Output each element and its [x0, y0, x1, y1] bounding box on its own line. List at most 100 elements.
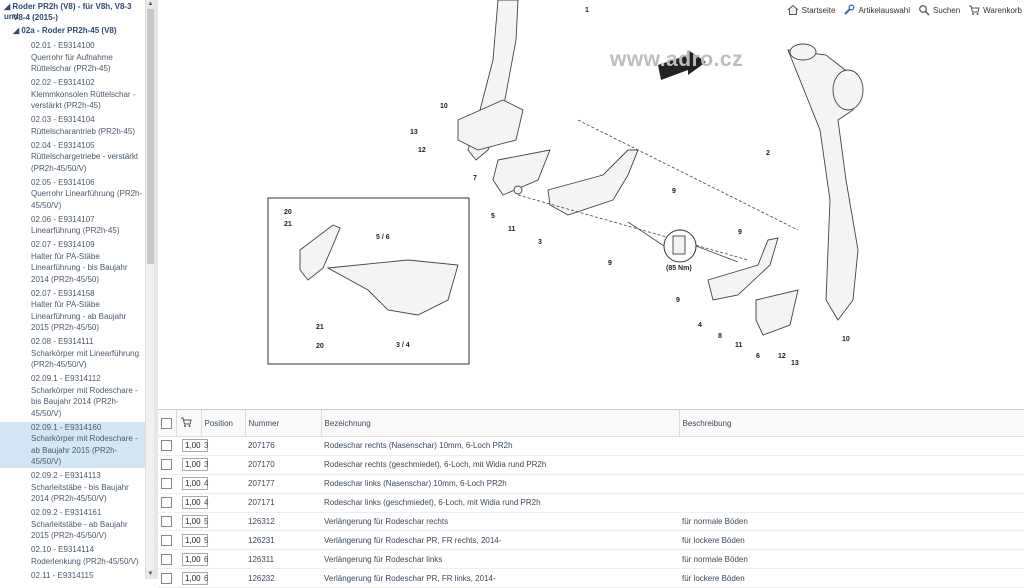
row-checkbox[interactable] — [161, 497, 172, 509]
tree-item[interactable]: 02.11 - E9314115Roderlenkung (PR2h-45/50… — [0, 570, 145, 580]
row-quantity-cell[interactable]: 1,00 — [176, 549, 208, 570]
row-name: Verlängerung für Rodeschar links — [321, 549, 679, 570]
parts-diagram: (85 Nm) 1 2 3 4 5 6 7 8 9 9 9 9 10 10 11… — [267, 0, 864, 367]
row-quantity-cell[interactable]: 1,00 — [176, 568, 208, 588]
search-button[interactable]: Suchen — [916, 4, 962, 16]
row-select-cell[interactable] — [158, 549, 176, 570]
quantity-input[interactable]: 1,00 — [182, 515, 208, 528]
row-position: 4 — [201, 493, 245, 513]
row-name: Verlängerung für Rodeschar rechts — [321, 512, 679, 532]
tree-item-line: 45/50/V) — [31, 457, 62, 466]
select-all-checkbox[interactable] — [161, 417, 172, 429]
tree-item-line: Linearführung - bis Baujahr — [31, 263, 128, 272]
category-tree: ◢ Roder PR2h (V8) - für V8h, V8-3 und V8… — [0, 0, 145, 579]
exploded-parts-drawing[interactable]: www.adro.cz (85 Nm) 1 2 3 4 5 6 7 8 9 — [158, 0, 1024, 408]
row-quantity-cell[interactable]: 1,00 — [176, 436, 208, 456]
row-select-cell[interactable] — [158, 530, 176, 551]
row-number: 207177 — [245, 474, 321, 494]
svg-text:6: 6 — [756, 353, 760, 360]
panel-divider[interactable] — [154, 0, 158, 579]
row-select-cell[interactable] — [158, 455, 176, 475]
svg-text:4: 4 — [698, 322, 702, 329]
svg-text:13: 13 — [410, 129, 418, 136]
row-checkbox[interactable] — [161, 553, 172, 565]
row-select-cell[interactable] — [158, 493, 176, 513]
row-checkbox[interactable] — [161, 478, 172, 490]
scroll-up-icon[interactable]: ▲ — [146, 0, 155, 9]
row-quantity-cell[interactable]: 1,00 — [176, 530, 208, 551]
position-header[interactable]: Position — [201, 410, 246, 437]
quantity-input[interactable]: 1,00 — [182, 552, 208, 566]
number-header[interactable]: Nummer — [245, 410, 322, 437]
tree-item-line: 2014 (PR2h-45/50) — [31, 274, 100, 284]
row-description — [679, 493, 1024, 513]
row-checkbox[interactable] — [161, 440, 172, 452]
row-select-cell[interactable] — [158, 568, 176, 588]
row-checkbox[interactable] — [161, 572, 172, 584]
sidebar-scrollbar[interactable]: ▲ ▼ — [145, 0, 155, 579]
tree-node-02a[interactable]: ◢ 02a - Roder PR2h-45 (V8) — [13, 26, 117, 35]
description-header[interactable]: Beschreibung — [679, 410, 1024, 437]
svg-text:7: 7 — [473, 175, 477, 182]
row-position: 3 — [201, 436, 245, 456]
svg-text:9: 9 — [676, 297, 680, 304]
row-select-cell[interactable] — [158, 474, 176, 494]
home-icon — [787, 4, 798, 15]
select-all-header[interactable] — [158, 410, 177, 437]
row-quantity-cell[interactable]: 1,00 — [176, 512, 208, 532]
row-checkbox[interactable] — [161, 534, 172, 546]
row-checkbox[interactable] — [161, 516, 172, 527]
row-position: 4 — [201, 474, 245, 494]
article-select-button[interactable]: Artikelauswahl — [841, 4, 912, 16]
parts-table: Position Nummer Bezeichnung Beschreibung… — [158, 410, 1024, 588]
tree-node-roder-pr2h[interactable]: ◢ Roder PR2h (V8) - für V8h, V8-3 und — [4, 2, 132, 21]
tree-item-line: 02.07 - E9314158 — [31, 288, 95, 298]
svg-text:20: 20 — [316, 343, 324, 350]
collapse-triangle-icon[interactable]: ◢ — [13, 26, 20, 35]
collapse-triangle-icon[interactable]: ◢ — [4, 2, 11, 11]
svg-text:12: 12 — [418, 147, 426, 154]
search-icon — [919, 5, 930, 16]
name-header[interactable]: Bezeichnung — [321, 410, 680, 437]
row-select-cell[interactable] — [158, 436, 176, 456]
row-position: 5 — [201, 530, 245, 551]
direction-arrow-icon — [658, 50, 706, 80]
tree-node-roder-pr2h-cont: V8-4 (2015-) — [13, 13, 58, 22]
home-button[interactable]: Startseite — [785, 4, 838, 16]
row-quantity-cell[interactable]: 1,00 — [176, 474, 208, 494]
row-name: Verlängerung für Rodeschar PR, FR links,… — [321, 568, 679, 588]
row-select-cell[interactable] — [158, 512, 176, 532]
row-name: Verlängerung für Rodeschar PR, FR rechts… — [321, 530, 679, 551]
row-quantity-cell[interactable]: 1,00 — [176, 455, 208, 475]
row-name: Rodeschar rechts (Nasenschar) 10mm, 6-Lo… — [321, 436, 679, 456]
cart-button[interactable]: Warenkorb — [966, 4, 1024, 16]
scroll-down-icon[interactable]: ▼ — [146, 570, 155, 579]
tree-item-line: 2015 (PR2h-45/50/V) — [31, 531, 107, 540]
scrollbar-thumb[interactable] — [147, 9, 154, 264]
row-checkbox[interactable] — [161, 459, 172, 471]
svg-text:10: 10 — [842, 336, 850, 343]
row-quantity-cell[interactable]: 1,00 — [176, 493, 208, 513]
